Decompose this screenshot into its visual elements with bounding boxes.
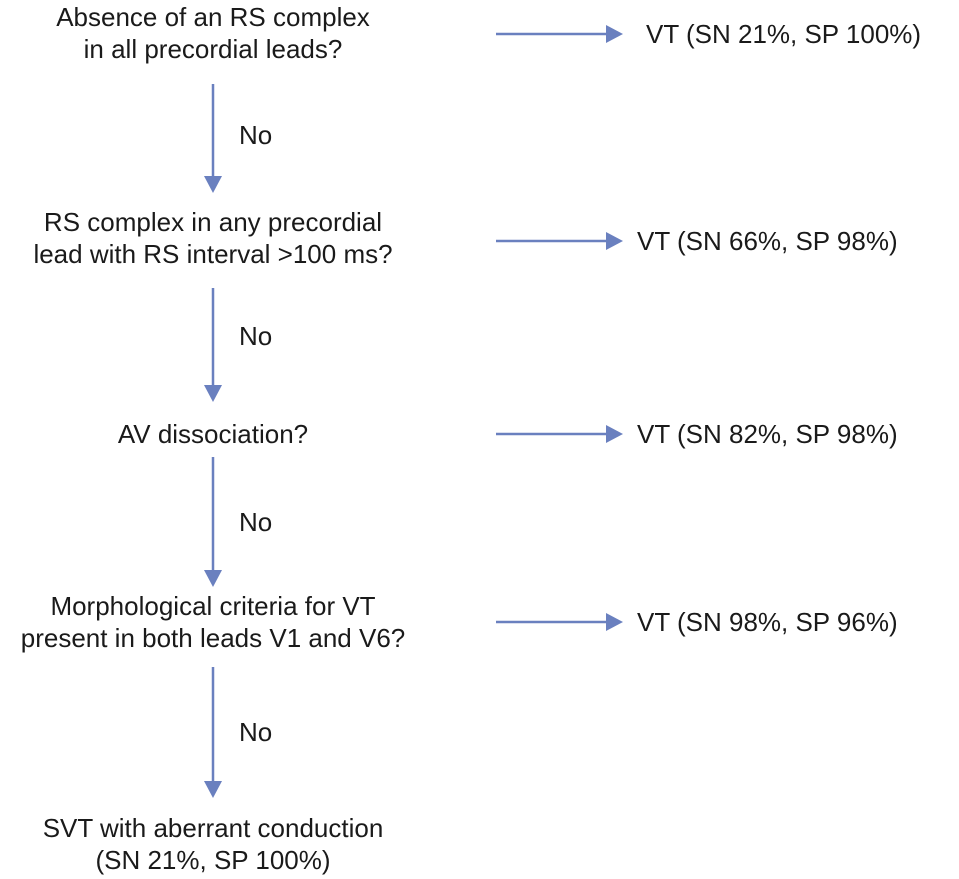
no-label-2: No	[239, 321, 273, 351]
question-av-dissociation: AV dissociation?	[117, 419, 309, 449]
question-rs-interval: RS complex in any precordial lead with R…	[33, 207, 393, 269]
arrow-right-1	[496, 25, 623, 43]
arrow-down-4	[204, 667, 222, 798]
result-vt-1: VT (SN 21%, SP 100%)	[646, 19, 922, 49]
question-rs-absence: Absence of an RS complex in all precordi…	[56, 2, 370, 64]
arrow-down-1	[204, 84, 222, 193]
question-morphological-criteria: Morphological criteria for VT present in…	[20, 591, 406, 653]
result-vt-3: VT (SN 82%, SP 98%)	[637, 419, 898, 449]
no-label-3: No	[239, 507, 273, 537]
arrow-down-2	[204, 288, 222, 402]
no-label-1: No	[239, 120, 273, 150]
result-vt-4: VT (SN 98%, SP 96%)	[637, 607, 898, 637]
no-label-4: No	[239, 717, 273, 747]
result-vt-2: VT (SN 66%, SP 98%)	[637, 226, 898, 256]
arrow-right-4	[496, 613, 623, 631]
arrow-down-3	[204, 457, 222, 587]
final-diagnosis-svt: SVT with aberrant conduction (SN 21%, SP…	[42, 813, 384, 875]
arrow-right-3	[496, 425, 623, 443]
arrow-right-2	[496, 232, 623, 250]
